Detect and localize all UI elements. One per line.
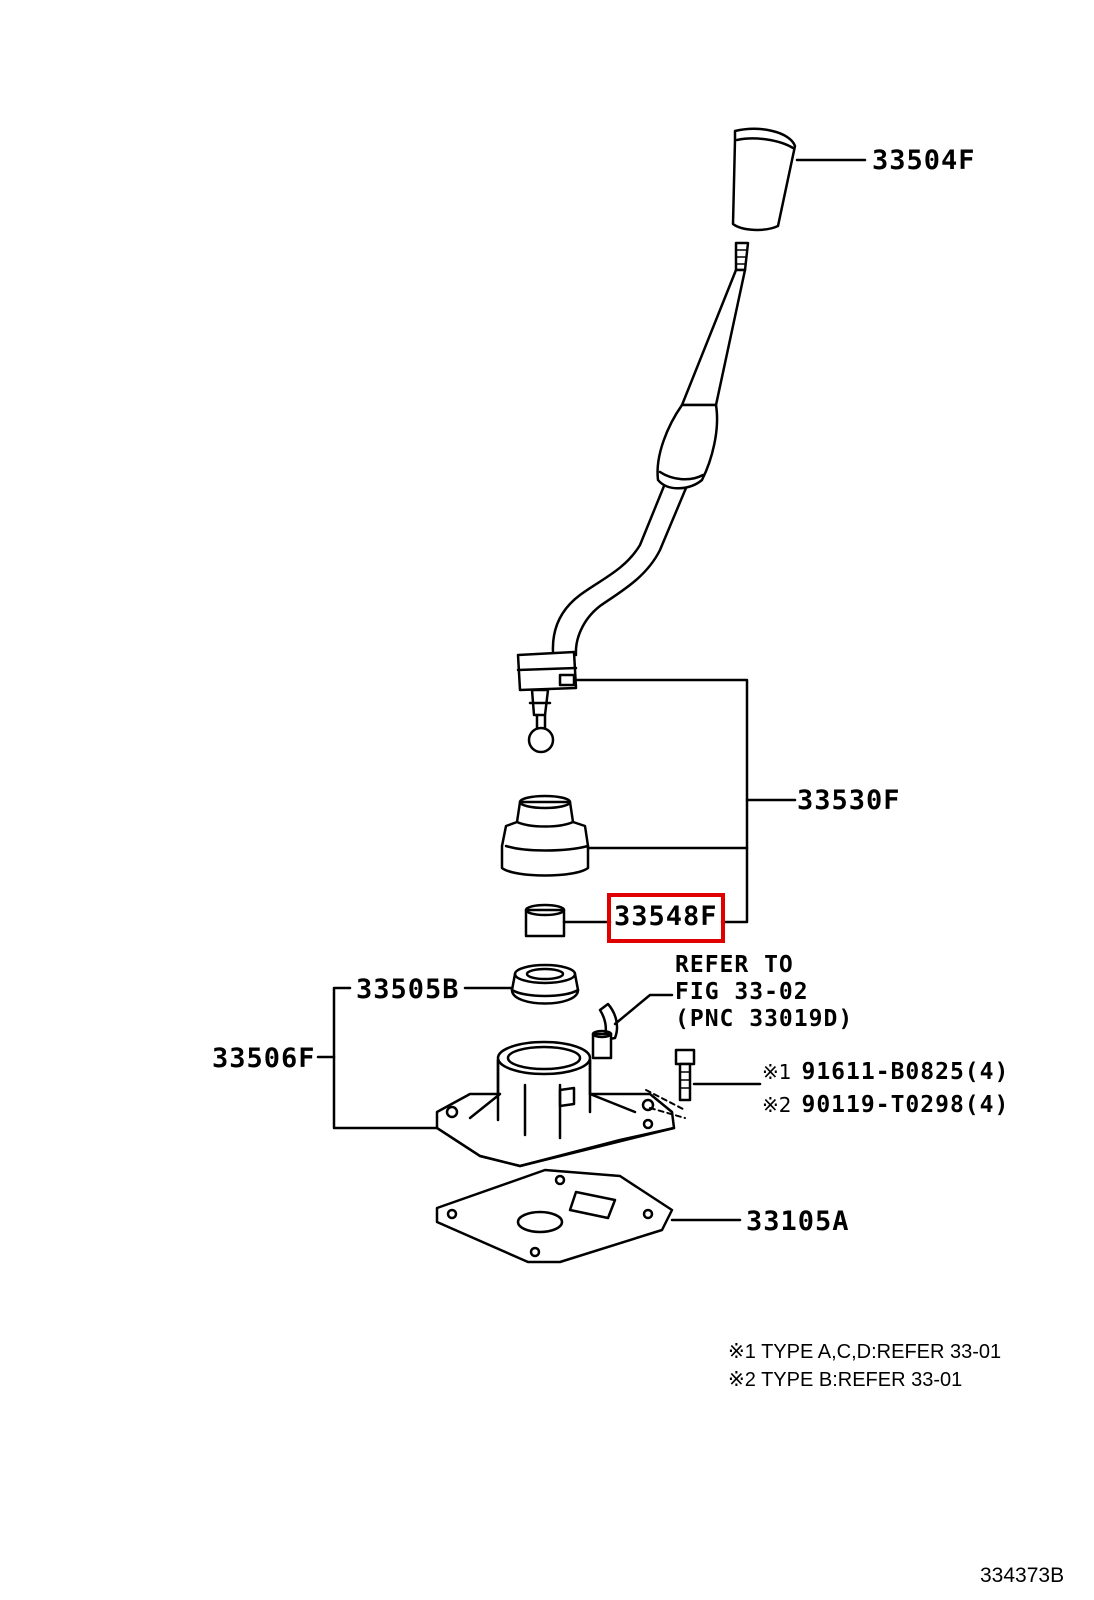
bolt-part-2[interactable]: 90119-T0298(4) [801,1092,1010,1118]
refer-note-line3: (PNC 33019D) [675,1006,854,1032]
bolt-row-2: ※2 90119-T0298(4) [762,1092,1009,1118]
shift-lever-drawing [516,241,750,754]
footnote-2: ※2 TYPE B:REFER 33-01 [728,1369,963,1391]
part-label-boot-seal[interactable]: 33505B [356,974,460,1005]
part-label-knob[interactable]: 33504F [872,145,976,176]
refer-pipe-drawing [591,993,674,1060]
shift-knob-drawing [731,127,867,232]
dust-boot-drawing [500,794,590,877]
bolt-marker-1: ※1 [762,1060,792,1084]
assembly-bracket-lines [574,678,797,924]
part-label-lever-assy[interactable]: 33530F [797,785,901,816]
bolt-drawing [674,1048,762,1102]
part-label-gasket[interactable]: 33105A [746,1206,850,1237]
figure-id: 334373B [980,1564,1065,1587]
retainer-housing-drawing [316,986,686,1168]
refer-note-line1: REFER TO [675,952,794,978]
footnote-1: ※1 TYPE A,C,D:REFER 33-01 [728,1341,1002,1363]
bolt-part-1[interactable]: 91611-B0825(4) [801,1059,1010,1085]
bushing-drawing [524,903,612,938]
part-label-retainer[interactable]: 33506F [212,1043,316,1074]
refer-note-line2: FIG 33-02 [675,979,809,1005]
bolt-row-1: ※1 91611-B0825(4) [762,1059,1009,1085]
bolt-marker-2: ※2 [762,1093,792,1117]
part-label-bushing[interactable]: 33548F [614,901,718,932]
gasket-drawing [435,1168,742,1264]
highlight-box [607,893,725,943]
boot-seal-drawing [463,963,580,1005]
